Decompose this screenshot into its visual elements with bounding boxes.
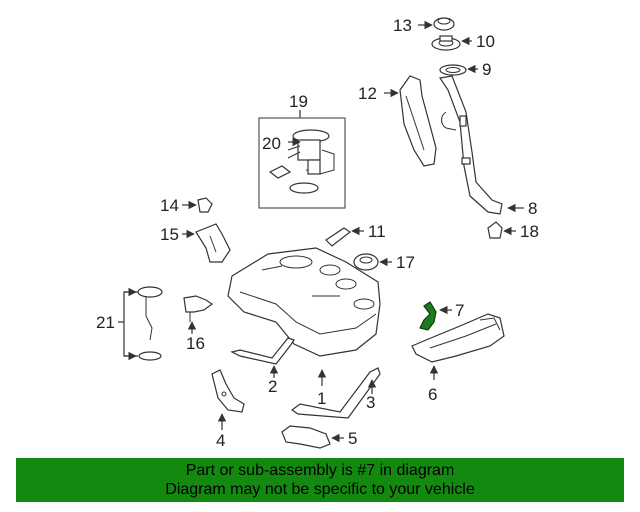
leader-21-bracket — [123, 291, 138, 357]
part-17-lock-ring[interactable] — [353, 253, 379, 271]
part-14-clip[interactable] — [197, 197, 213, 213]
parts-diagram: 13 10 9 12 8 18 19 — [96, 16, 539, 450]
part-16-sender-bracket[interactable] — [183, 295, 214, 322]
part-7-highlighted-bracket[interactable] — [419, 301, 437, 331]
banner-line-part: Part or sub-assembly is #7 in diagram — [185, 462, 455, 479]
part-21-fuel-level-sender[interactable] — [137, 286, 163, 361]
callout-9: 9 — [482, 60, 491, 79]
callout-5: 5 — [348, 429, 357, 448]
callout-14: 14 — [160, 196, 179, 215]
part-18-hose-clamp[interactable] — [487, 221, 503, 239]
callout-6: 6 — [428, 385, 437, 404]
banner-line-disclaimer: Diagram may not be specific to your vehi… — [165, 481, 475, 498]
part-2-tank-strap[interactable] — [230, 337, 295, 365]
part-11-vent-hose[interactable] — [325, 227, 352, 247]
callout-18: 18 — [520, 222, 539, 241]
callout-16: 16 — [186, 334, 205, 353]
part-8-filler-pipe[interactable] — [438, 75, 503, 215]
info-banner: Part or sub-assembly is #7 in diagram Di… — [16, 458, 624, 502]
callout-8: 8 — [528, 199, 537, 218]
callout-13: 13 — [393, 16, 412, 35]
callout-4: 4 — [216, 431, 225, 450]
callout-11: 11 — [368, 222, 386, 241]
part-1-fuel-tank[interactable] — [227, 247, 381, 357]
callout-15: 15 — [160, 225, 179, 244]
callout-19: 19 — [289, 92, 308, 111]
callout-21: 21 — [96, 313, 115, 332]
part-5-tank-support[interactable] — [281, 425, 331, 449]
callout-3: 3 — [366, 393, 375, 412]
callout-10: 10 — [476, 32, 495, 51]
callout-1: 1 — [317, 389, 326, 408]
callout-17: 17 — [396, 253, 415, 272]
part-15-bracket[interactable] — [195, 223, 231, 263]
part-12-filler-shield[interactable] — [399, 75, 437, 167]
part-13-fuel-cap[interactable] — [433, 17, 455, 31]
part-9-seal[interactable] — [439, 64, 467, 76]
callout-20: 20 — [262, 134, 281, 153]
callout-7: 7 — [455, 301, 464, 320]
part-19-fuel-pump-assembly[interactable] — [258, 117, 346, 209]
part-4-strap-bracket[interactable] — [211, 369, 245, 413]
part-3-tank-strap[interactable] — [290, 367, 381, 419]
part-6-tank-heat-shield[interactable] — [411, 313, 505, 363]
callout-2: 2 — [268, 377, 277, 396]
part-10-filler-ring[interactable] — [431, 35, 461, 51]
callout-12: 12 — [358, 84, 377, 103]
